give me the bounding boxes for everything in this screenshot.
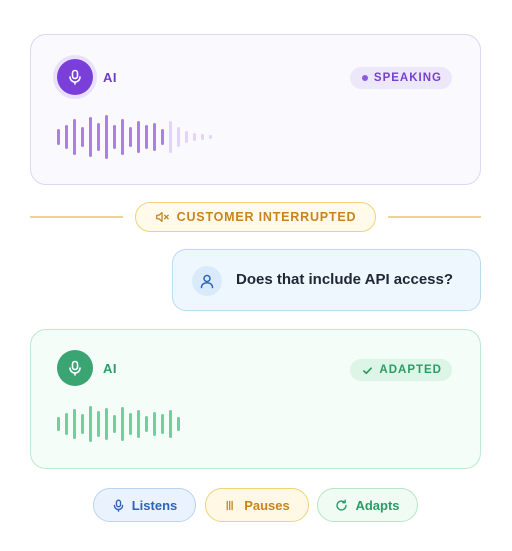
wave-bar [81, 127, 84, 147]
ai-adapted-card: AI ADAPTED [30, 329, 481, 469]
speaker-muted-icon [155, 211, 169, 223]
pause-icon [226, 500, 233, 510]
listens-chip: Listens [93, 488, 196, 522]
interruption-divider-left [30, 216, 123, 218]
wave-bar [97, 411, 100, 437]
wave-bar [153, 123, 156, 151]
wave-bar [185, 131, 188, 143]
wave-bar [65, 413, 68, 435]
wave-bar [201, 134, 204, 140]
refresh-icon [336, 499, 348, 511]
wave-bar [113, 415, 116, 433]
customer-interrupted-label: CUSTOMER INTERRUPTED [176, 210, 357, 224]
wave-bar [137, 410, 140, 438]
wave-bar [137, 121, 140, 153]
microphone-icon [69, 69, 81, 85]
wave-bar [73, 409, 76, 439]
speaking-status-badge: SPEAKING [349, 67, 452, 89]
wave-bar [129, 413, 132, 435]
ai-avatar [57, 59, 93, 95]
ai-name-label: AI [103, 361, 117, 376]
ai-speaking-waveform [57, 115, 212, 159]
customer-message-bubble: Does that include API access? [172, 249, 481, 311]
wave-bar [81, 414, 84, 434]
wave-bar [169, 410, 172, 438]
wave-bar [161, 414, 164, 434]
wave-bar [169, 121, 172, 153]
wave-bar [65, 125, 68, 149]
wave-bar [121, 407, 124, 441]
wave-bar [209, 135, 212, 139]
wave-bar [89, 117, 92, 157]
pauses-label: Pauses [244, 497, 290, 513]
microphone-icon [69, 360, 81, 376]
adapts-label: Adapts [355, 497, 400, 513]
listens-label: Listens [131, 497, 178, 513]
wave-bar [97, 123, 100, 151]
wave-bar [89, 406, 92, 442]
wave-bar [177, 127, 180, 147]
wave-bar [105, 115, 108, 159]
check-icon [363, 366, 373, 374]
wave-bar [57, 417, 60, 431]
customer-interrupted-pill: CUSTOMER INTERRUPTED [135, 202, 376, 232]
wave-bar [105, 408, 108, 440]
ai-avatar [57, 350, 93, 386]
customer-message-text: Does that include API access? [236, 271, 454, 288]
wave-bar [129, 127, 132, 147]
wave-bar [113, 125, 116, 149]
adapted-status-label: ADAPTED [379, 364, 442, 376]
ai-name-label: AI [103, 70, 117, 85]
microphone-icon [113, 499, 123, 512]
wave-bar [153, 412, 156, 436]
user-icon [200, 274, 214, 289]
ai-adapted-waveform [57, 406, 180, 442]
speaking-status-label: SPEAKING [373, 72, 442, 84]
wave-bar [177, 417, 180, 431]
customer-avatar [192, 266, 222, 296]
ai-speaking-card: AI SPEAKING [30, 34, 481, 185]
wave-bar [145, 416, 148, 432]
wave-bar [193, 133, 196, 141]
wave-bar [145, 125, 148, 149]
adapts-chip: Adapts [317, 488, 418, 522]
interruption-divider-right [388, 216, 481, 218]
pauses-chip: Pauses [205, 488, 309, 522]
wave-bar [121, 119, 124, 155]
wave-bar [57, 129, 60, 145]
wave-bar [161, 129, 164, 145]
adapted-status-badge: ADAPTED [350, 359, 452, 381]
wave-bar [73, 119, 76, 155]
status-dot-icon [361, 75, 368, 81]
